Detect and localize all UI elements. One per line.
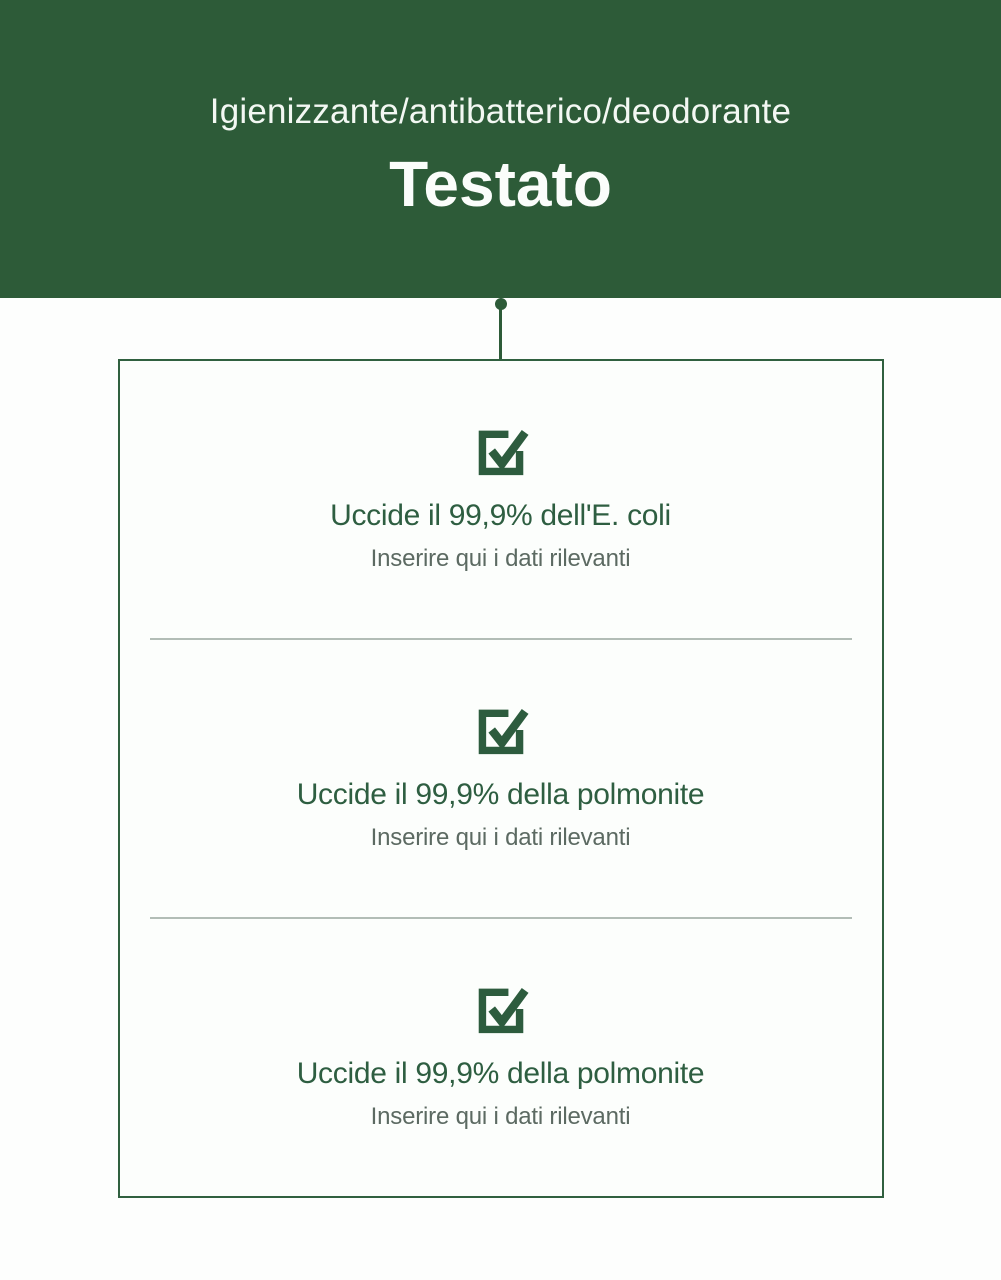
item-heading: Uccide il 99,9% della polmonite	[296, 777, 705, 811]
list-item: Uccide il 99,9% della polmonite Inserire…	[120, 919, 882, 1196]
connector	[0, 298, 1001, 359]
connector-line	[499, 302, 502, 359]
item-heading: Uccide il 99,9% della polmonite	[296, 1056, 705, 1090]
item-note: Inserire qui i dati rilevanti	[370, 1103, 631, 1131]
banner-category-text: Igienizzante/antibatterico/deodorante	[209, 91, 792, 131]
header-banner: Igienizzante/antibatterico/deodorante Te…	[0, 0, 1001, 298]
divider	[149, 917, 852, 919]
list-item: Uccide il 99,9% della polmonite Inserire…	[120, 640, 882, 917]
divider	[149, 638, 852, 640]
content-card: Uccide il 99,9% dell'E. coli Inserire qu…	[117, 359, 884, 1198]
checked-checkbox-icon	[478, 429, 529, 475]
checked-checkbox-icon	[478, 987, 529, 1033]
checked-checkbox-icon	[478, 708, 529, 754]
item-heading: Uccide il 99,9% dell'E. coli	[330, 498, 671, 532]
item-note: Inserire qui i dati rilevanti	[370, 545, 631, 573]
list-item: Uccide il 99,9% dell'E. coli Inserire qu…	[120, 361, 882, 638]
item-note: Inserire qui i dati rilevanti	[370, 824, 631, 852]
banner-title: Testato	[389, 147, 612, 220]
